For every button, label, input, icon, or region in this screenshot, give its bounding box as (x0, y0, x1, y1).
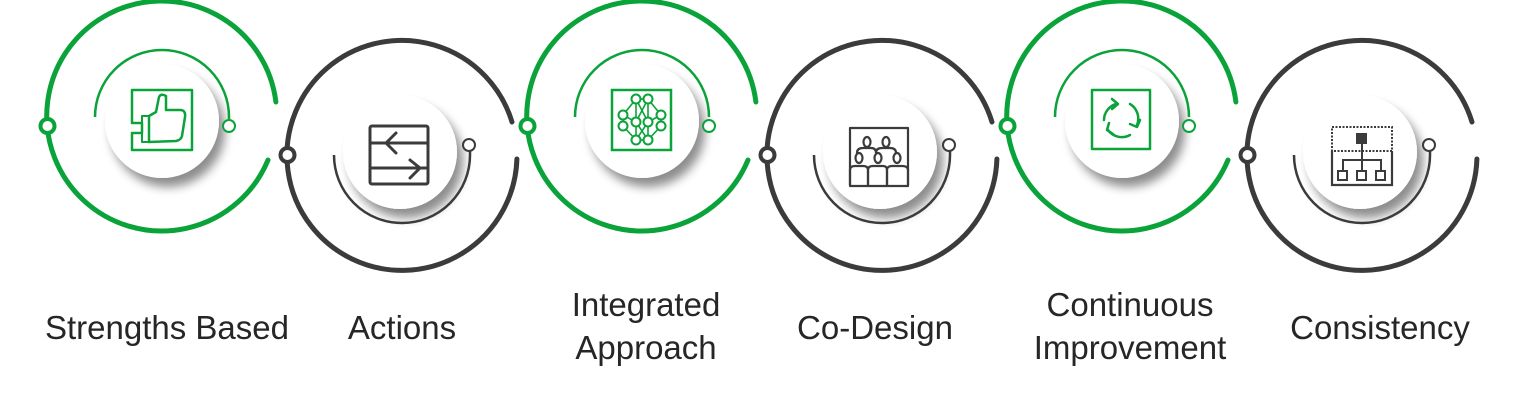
inner-arc-node (942, 138, 956, 152)
org-hierarchy-icon (1330, 126, 1394, 187)
outer-ring-node (278, 146, 297, 164)
exchange-arrows-icon (368, 124, 430, 186)
network-nodes-icon (610, 88, 673, 152)
outer-ring (284, 37, 520, 273)
label-line: Integrated (571, 286, 721, 323)
inner-arc-node (702, 119, 716, 133)
step-actions (278, 37, 520, 273)
outer-ring-node (518, 117, 537, 135)
inner-arc (1292, 154, 1432, 225)
inner-arc-node (462, 138, 476, 152)
label-line: Actions (347, 309, 457, 346)
label-co-design: Co-Design (797, 306, 953, 349)
icon-disc (343, 95, 457, 209)
step-continuous-improvement (998, 0, 1239, 234)
inner-arc (812, 154, 952, 225)
icon-disc (823, 95, 937, 209)
icon-disc (1065, 64, 1179, 178)
inner-arc (573, 48, 711, 118)
inner-arc (93, 48, 231, 118)
outer-ring (1004, 0, 1239, 234)
label-continuous-improvement: Continuous Improvement (1034, 283, 1227, 369)
outer-ring-node (998, 117, 1017, 135)
icon-disc (585, 64, 699, 178)
label-line: Approach (575, 329, 717, 366)
label-line: Co-Design (797, 309, 953, 346)
icon-disc (105, 64, 219, 178)
outer-ring-node (758, 146, 777, 164)
label-line: Consistency (1290, 309, 1470, 346)
label-line: Improvement (1033, 329, 1227, 366)
outer-ring-node (38, 117, 57, 135)
step-integrated-approach (518, 0, 759, 234)
label-integrated-approach: Integrated Approach (572, 283, 721, 369)
step-consistency (1238, 37, 1480, 273)
outer-ring (764, 37, 1000, 273)
label-line: Continuous (1046, 286, 1214, 323)
cycle-arrows-icon (1090, 88, 1152, 151)
label-strengths-based: Strengths Based (45, 306, 289, 349)
step-co-design (758, 37, 1000, 273)
inner-arc-node (1182, 119, 1196, 133)
inner-arc-node (1422, 138, 1436, 152)
step-strengths-based (38, 0, 279, 234)
outer-ring (44, 0, 279, 234)
process-diagram (38, 0, 1480, 273)
outer-ring (524, 0, 759, 234)
inner-arc-node (222, 119, 236, 133)
thumbs-up-icon (130, 88, 194, 152)
outer-ring-node (1238, 146, 1257, 164)
label-line: Strengths Based (45, 309, 289, 346)
label-actions: Actions (348, 306, 456, 349)
label-consistency: Consistency (1290, 306, 1470, 349)
group-people-icon (848, 126, 910, 188)
inner-arc (1053, 48, 1191, 118)
inner-arc (332, 154, 472, 225)
outer-ring (1244, 37, 1480, 273)
